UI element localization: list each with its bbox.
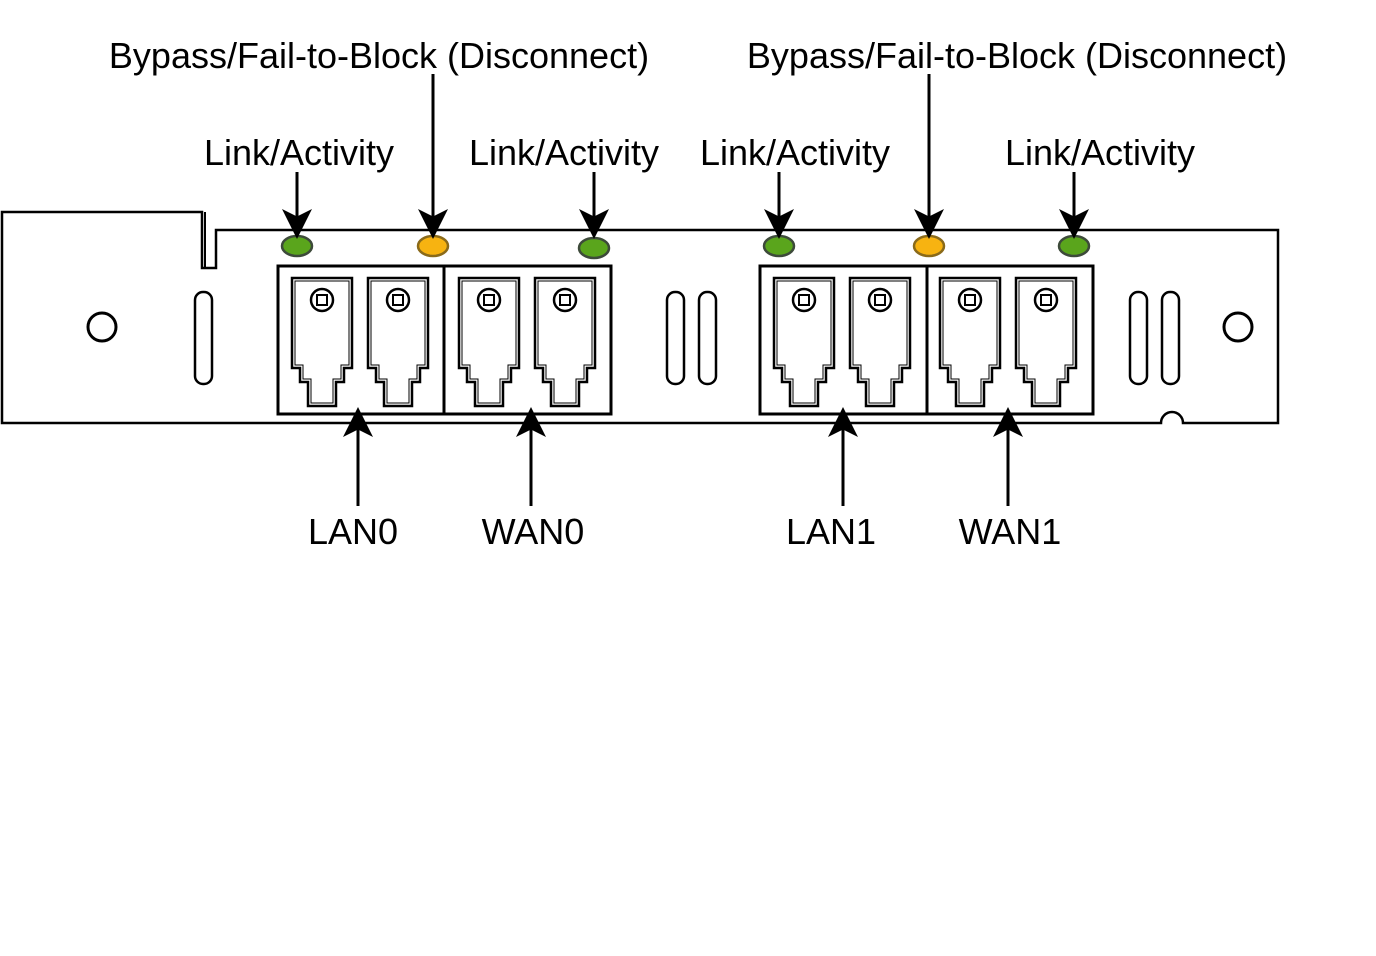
lan0-label: LAN0 — [308, 511, 398, 552]
link-activity-label-1: Link/Activity — [204, 132, 394, 173]
link-activity-led — [762, 234, 796, 258]
link-activity-label-2: Link/Activity — [469, 132, 659, 173]
bypass-led — [912, 234, 946, 258]
bypass-label-left: Bypass/Fail-to-Block (Disconnect) — [109, 35, 649, 76]
lan1-label: LAN1 — [786, 511, 876, 552]
mounting-hole-right — [1222, 311, 1254, 343]
link-activity-label-4: Link/Activity — [1005, 132, 1195, 173]
link-activity-label-3: Link/Activity — [700, 132, 890, 173]
vent-slot — [193, 290, 214, 386]
vent-slot — [1128, 290, 1149, 386]
vent-slot — [697, 290, 718, 386]
bypass-led — [416, 234, 450, 258]
mounting-hole-left — [86, 311, 118, 343]
wan0-label: WAN0 — [482, 511, 585, 552]
link-activity-led — [577, 236, 611, 260]
link-activity-led — [280, 234, 314, 258]
bypass-label-right: Bypass/Fail-to-Block (Disconnect) — [747, 35, 1287, 76]
leds — [280, 234, 1091, 260]
vent-slot — [1160, 290, 1181, 386]
vent-slots — [193, 290, 1181, 386]
led-arrows — [282, 74, 1089, 239]
vent-slot — [665, 290, 686, 386]
link-activity-led — [1057, 234, 1091, 258]
wan1-label: WAN1 — [959, 511, 1062, 552]
port-arrows — [343, 407, 1023, 506]
